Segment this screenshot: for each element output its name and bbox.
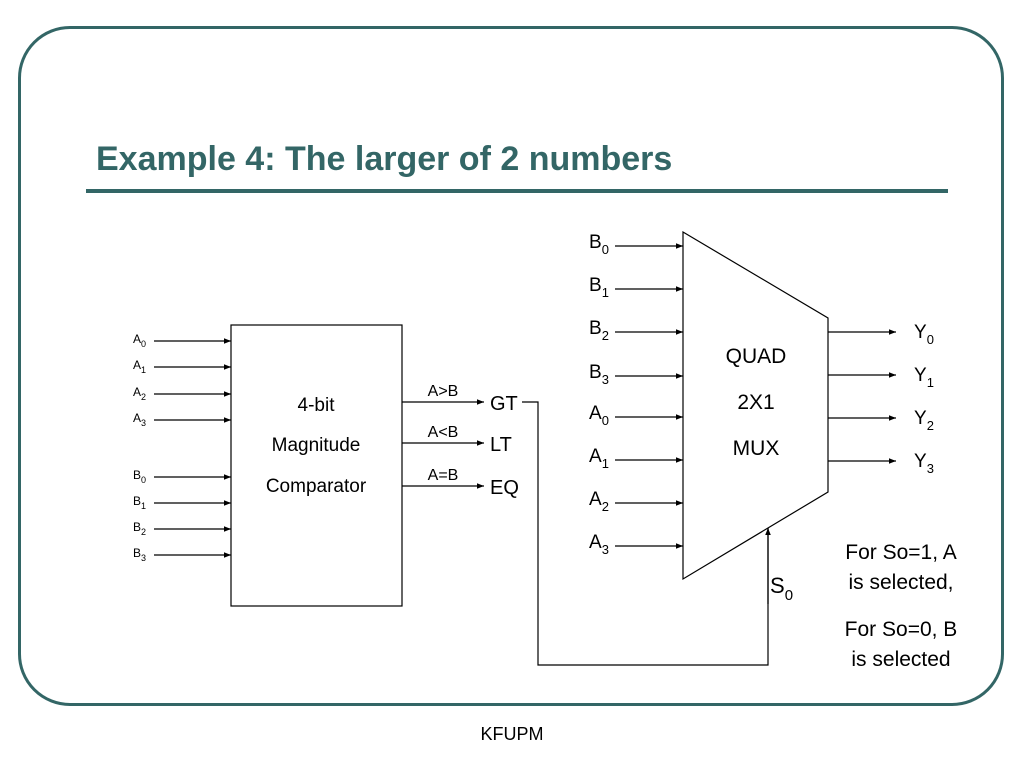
mux-block [682, 230, 829, 581]
comparator-label-line: Comparator [266, 476, 367, 497]
note-line: For So=1, A [845, 541, 956, 564]
select-label: S0 [770, 573, 793, 604]
comparator-condition-label: A=B [428, 467, 459, 484]
comparator-input-b-label: B2 [133, 520, 146, 537]
mux-label-line: 2X1 [737, 391, 774, 414]
mux-input-label: A2 [589, 489, 609, 514]
mux-label-line: MUX [733, 437, 780, 460]
title-divider [86, 189, 948, 193]
comparator-input-a-label: A3 [133, 411, 146, 428]
comparator-input-a-label: A1 [133, 358, 146, 375]
comparator-input-b-label: B3 [133, 546, 146, 563]
mux-output-label: Y2 [914, 408, 934, 433]
note-s0: For So=0, B is selected [845, 618, 958, 671]
comparator-input-b-label: B1 [133, 494, 146, 511]
footer-text: KFUPM [480, 724, 544, 744]
comparator-outputs: A>B GT A<B LT A=B EQ [402, 383, 519, 499]
gt-to-select-wire [522, 401, 769, 666]
mux-input-label: B3 [589, 362, 609, 387]
slide-title: Example 4: The larger of 2 numbers [96, 140, 673, 178]
note-line: For So=0, B [845, 618, 958, 641]
comparator-condition-label: A<B [428, 424, 459, 441]
mux-output-label: Y3 [914, 451, 934, 476]
note-line: is selected [851, 648, 950, 671]
mux-label-line: QUAD [726, 345, 787, 368]
comparator-input-b-label: B0 [133, 468, 146, 485]
comparator-label-line: 4-bit [298, 395, 336, 416]
comparator-input-a-label: A2 [133, 385, 146, 402]
mux-output-label: Y1 [914, 365, 934, 390]
mux-input-label: B2 [589, 318, 609, 343]
note-line: is selected, [848, 571, 953, 594]
comparator-signal-label: EQ [490, 477, 519, 499]
slide-frame [18, 26, 1004, 706]
comparator-label-line: Magnitude [272, 435, 361, 456]
comparator-input-a-label: A0 [133, 332, 146, 349]
mux-input-label: B1 [589, 275, 609, 300]
mux-input-label: A1 [589, 446, 609, 471]
mux-input-label: A3 [589, 532, 609, 557]
comparator-block [230, 324, 403, 607]
comparator-signal-label: GT [490, 393, 518, 415]
mux-input-label: B0 [589, 232, 609, 257]
mux-input-label: A0 [589, 403, 609, 428]
mux-output-label: Y0 [914, 322, 934, 347]
comparator-signal-label: LT [490, 434, 512, 456]
comparator-condition-label: A>B [428, 383, 459, 400]
note-s1: For So=1, A is selected, [845, 541, 956, 594]
